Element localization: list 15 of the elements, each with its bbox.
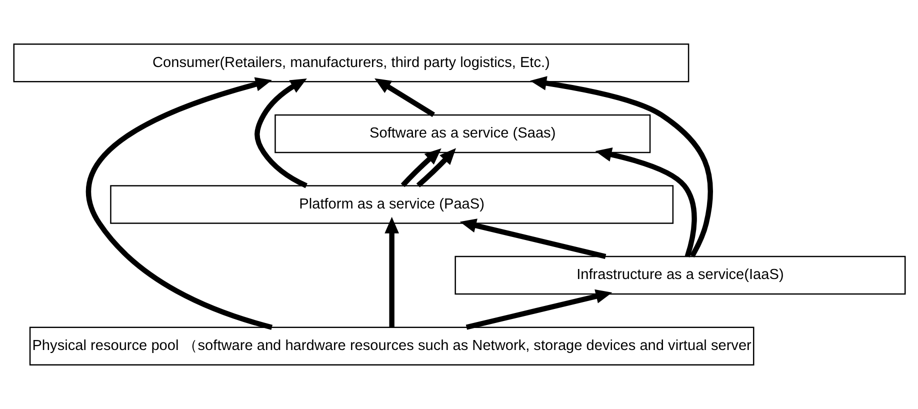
- arrow: [384, 216, 398, 328]
- node-box: Physical resource pool （software and hardware resources such as Network, storage devices and virtual server: [28, 326, 754, 366]
- node-box: Software as a service (Saas): [274, 114, 650, 154]
- arrow: [459, 218, 606, 259]
- arrow: [400, 148, 441, 188]
- arrow: [594, 148, 696, 258]
- node-box: Infrastructure as a service(IaaS): [454, 256, 906, 295]
- arrow: [416, 148, 456, 188]
- arrow: [530, 76, 713, 258]
- arrow: [374, 78, 435, 117]
- arrow: [465, 289, 612, 330]
- arrow: [254, 78, 307, 188]
- arrow: [86, 77, 272, 330]
- node-box: Platform as a service (PaaS): [110, 185, 674, 224]
- node-box: Consumer(Retailers, manufacturers, third party logistics, Etc.): [12, 44, 689, 82]
